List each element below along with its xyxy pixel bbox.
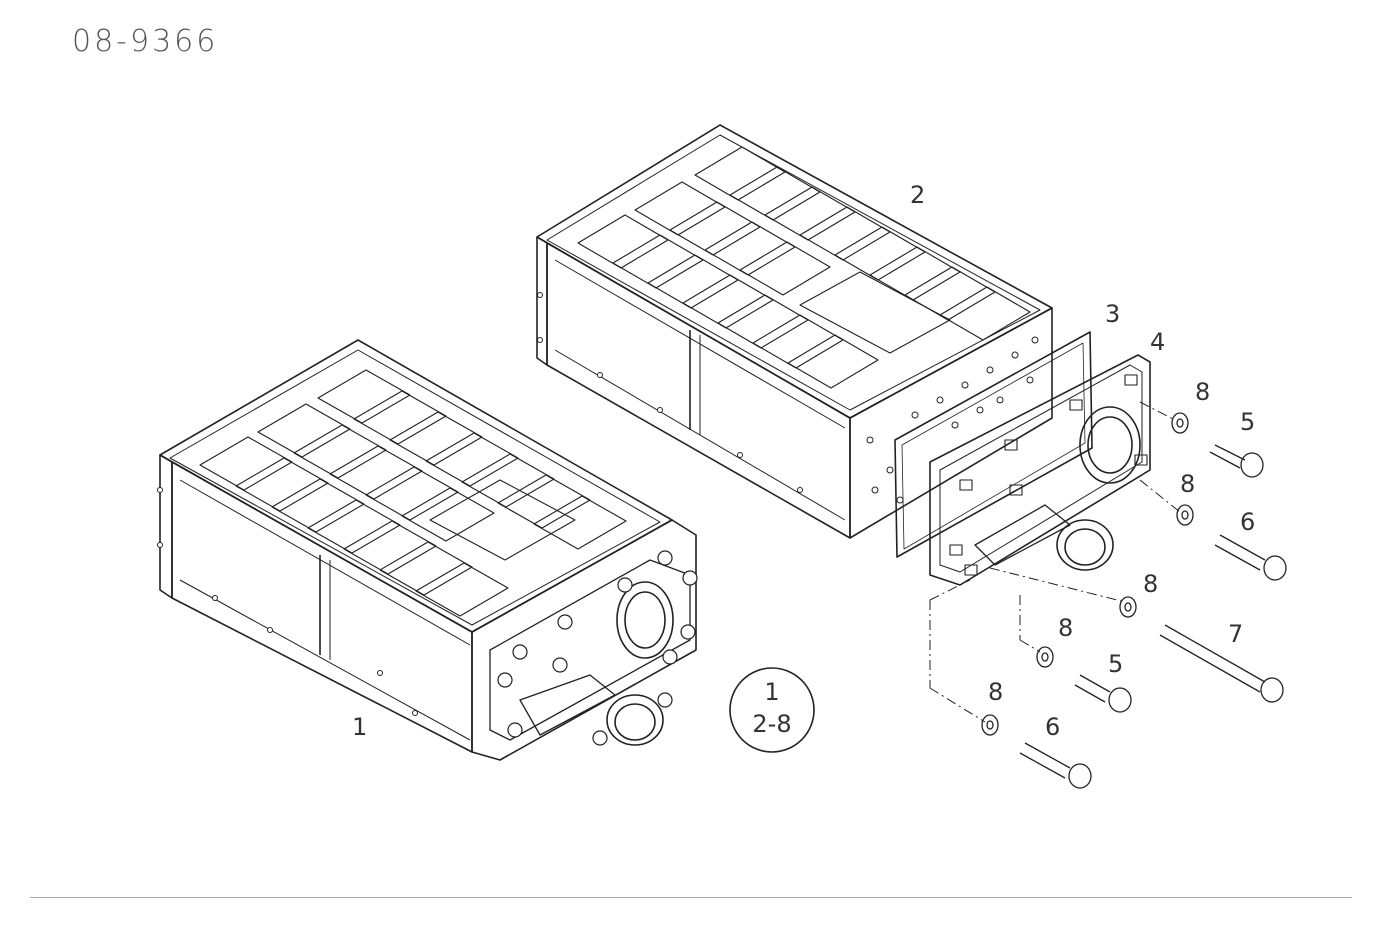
callout-2: 2 bbox=[910, 181, 925, 209]
callout-4: 4 bbox=[1150, 328, 1165, 356]
reference-circle: 1 2-8 bbox=[729, 667, 815, 753]
screw-head-icon bbox=[1260, 677, 1284, 703]
assembly-lines bbox=[929, 401, 1181, 723]
callout-7: 7 bbox=[1228, 620, 1243, 648]
callout-5: 5 bbox=[1240, 408, 1255, 436]
callout-8: 8 bbox=[1195, 378, 1210, 406]
callout-1: 1 bbox=[352, 713, 367, 741]
manifold-plate bbox=[929, 354, 1151, 586]
screw-head-icon bbox=[1068, 763, 1092, 789]
screw-head-icon bbox=[1263, 555, 1287, 581]
housing-body bbox=[536, 124, 1053, 539]
callout-5: 5 bbox=[1108, 650, 1123, 678]
screw-head-icon bbox=[1240, 452, 1264, 478]
callout-6: 6 bbox=[1045, 713, 1060, 741]
reference-circle-top: 1 bbox=[764, 678, 779, 706]
callout-8: 8 bbox=[1058, 614, 1073, 642]
gasket bbox=[894, 331, 1093, 558]
callout-8: 8 bbox=[1180, 470, 1195, 498]
bottom-rule bbox=[30, 897, 1352, 898]
callout-8: 8 bbox=[1143, 570, 1158, 598]
reference-circle-bottom: 2-8 bbox=[752, 710, 791, 738]
washer-icon bbox=[1119, 596, 1137, 618]
washer-icon bbox=[1036, 646, 1054, 668]
screw-head-icon bbox=[1108, 687, 1132, 713]
fasteners bbox=[981, 412, 1287, 789]
drawing-number: 08-9366 bbox=[72, 24, 219, 59]
callout-labels: 2 3 4 8 5 8 6 8 7 8 5 8 6 1 bbox=[352, 181, 1255, 741]
washer-icon bbox=[1176, 504, 1194, 526]
callout-3: 3 bbox=[1105, 300, 1120, 328]
callout-6: 6 bbox=[1240, 508, 1255, 536]
assembled-housing bbox=[157, 339, 698, 761]
washer-icon bbox=[981, 714, 999, 736]
washer-icon bbox=[1171, 412, 1189, 434]
callout-8: 8 bbox=[988, 678, 1003, 706]
